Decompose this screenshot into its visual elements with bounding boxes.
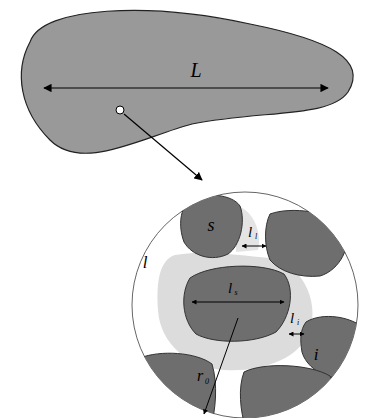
dimension-label: l bbox=[228, 281, 232, 296]
grain bbox=[181, 195, 243, 257]
dimension-line bbox=[242, 246, 266, 247]
grains bbox=[140, 195, 367, 418]
region-label: s bbox=[207, 216, 214, 234]
grain bbox=[240, 366, 335, 418]
dimension-line bbox=[289, 334, 304, 335]
region-label: i bbox=[314, 346, 319, 363]
subscript: s bbox=[234, 289, 237, 297]
zoom-arrow bbox=[124, 114, 202, 180]
grain bbox=[140, 353, 216, 418]
radius-label: r bbox=[197, 368, 203, 384]
region-label: l bbox=[143, 254, 148, 271]
dimension-line bbox=[44, 87, 328, 88]
dimension-label: L bbox=[190, 60, 201, 80]
subscript: 0 bbox=[205, 378, 209, 386]
grain bbox=[184, 266, 291, 341]
grain bbox=[266, 210, 348, 276]
sample-point bbox=[116, 106, 124, 114]
dimension-label: l bbox=[248, 225, 252, 240]
radius-line bbox=[204, 318, 238, 414]
dimension-label: l bbox=[290, 311, 294, 326]
subscript: l bbox=[255, 233, 257, 241]
subscript: i bbox=[297, 319, 299, 327]
body-shape bbox=[21, 10, 353, 153]
dimension-line bbox=[192, 302, 284, 303]
